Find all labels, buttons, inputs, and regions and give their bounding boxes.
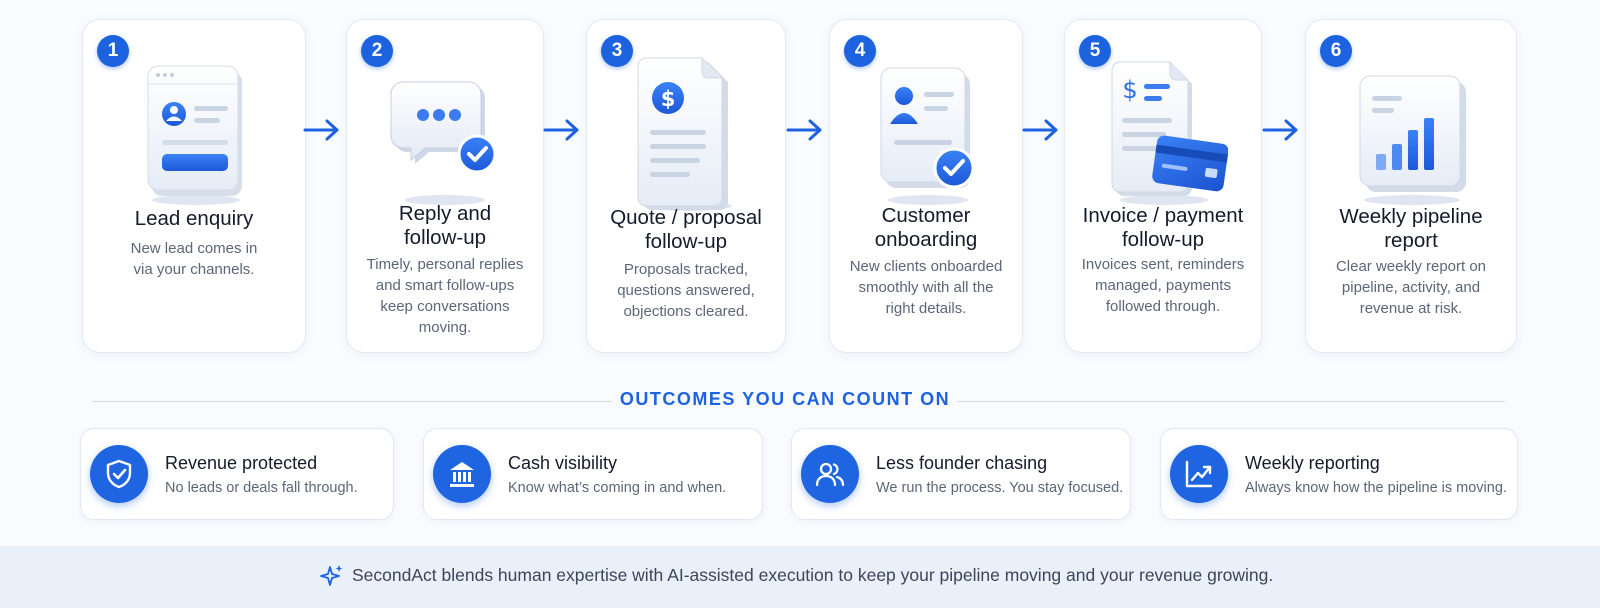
step-card-lead-enquiry: 1 Lead enquiry New lead comes in via you… (82, 19, 306, 353)
step-card-quote-proposal: 3 $ Quote / proposal follow-up Proposals… (586, 19, 786, 353)
step-title: Weekly pipeline report (1339, 205, 1483, 252)
outcome-description: Always know how the pipeline is moving. (1245, 480, 1507, 496)
step-number: 4 (844, 35, 876, 67)
outcome-description: No leads or deals fall through. (165, 480, 358, 496)
step-description: Timely, personal replies and smart follo… (366, 256, 524, 336)
step-description: Proposals tracked, questions answered, o… (617, 261, 755, 320)
footer-band: SecondAct blends human expertise with AI… (0, 546, 1600, 608)
proposal-document-icon: $ (626, 56, 746, 217)
step-number: 3 (601, 35, 633, 67)
step-description: Clear weekly report on pipeline, activit… (1335, 258, 1487, 317)
outcome-title: Cash visibility (508, 453, 618, 473)
step-card-customer-onboarding: 4 Customer onboarding New clients onboar… (829, 19, 1023, 353)
step-title: Customer onboarding (874, 204, 978, 251)
step-number: 1 (97, 35, 129, 67)
outcome-description: Know what’s coming in and when. (508, 480, 727, 496)
arrow-right-icon (543, 119, 579, 141)
outcome-card-weekly-reporting: Weekly reporting Always know how the pip… (1160, 428, 1518, 520)
lead-form-icon (134, 56, 254, 211)
invoice-card-icon: $ (1098, 56, 1229, 211)
arrow-right-icon (1022, 119, 1058, 141)
bar-chart-report-icon (1346, 56, 1476, 211)
outcome-card-less-founder-chasing: Less founder chasing We run the process.… (791, 428, 1131, 520)
outcome-title: Weekly reporting (1245, 453, 1380, 473)
step-card-weekly-pipeline-report: 6 Weekly pipeline report Clear weekly re… (1305, 19, 1517, 353)
people-icon (801, 445, 859, 503)
outcome-description: We run the process. You stay focused. (876, 480, 1124, 496)
footer-tagline: SecondAct blends human expertise with AI… (352, 565, 1274, 585)
outcomes-heading: OUTCOMES YOU CAN COUNT ON (619, 389, 951, 409)
profile-card-check-icon (866, 56, 986, 211)
outcome-card-cash-visibility: Cash visibility Know what’s coming in an… (423, 428, 763, 520)
divider-left (92, 401, 612, 402)
trend-chart-icon (1170, 445, 1228, 503)
arrow-right-icon (303, 119, 339, 141)
shield-check-icon (90, 445, 148, 503)
step-number: 5 (1079, 35, 1111, 67)
step-description: New clients onboarded smoothly with all … (849, 258, 1003, 317)
divider-right (957, 401, 1505, 402)
step-title: Quote / proposal follow-up (610, 206, 762, 253)
outcome-title: Revenue protected (165, 453, 318, 473)
step-card-invoice-payment: 5 $ Invoice / payment (1064, 19, 1262, 353)
bank-icon (433, 445, 491, 503)
svg-text:$: $ (661, 87, 676, 111)
step-title: Lead enquiry (134, 207, 254, 230)
step-number: 2 (361, 35, 393, 67)
outcome-title: Less founder chasing (876, 453, 1048, 473)
step-title: Reply and follow-up (398, 202, 492, 249)
step-description: Invoices sent, reminders managed, paymen… (1081, 256, 1245, 315)
step-card-reply-follow-up: 2 Reply and follow-up Timely, personal r… (346, 19, 544, 353)
chat-bubble-check-icon (385, 56, 505, 211)
step-number: 6 (1320, 35, 1352, 67)
arrow-right-icon (1262, 119, 1298, 141)
outcome-card-revenue-protected: Revenue protected No leads or deals fall… (80, 428, 394, 520)
step-title: Invoice / payment follow-up (1082, 204, 1244, 251)
sparkle-icon (320, 565, 343, 586)
svg-text:$: $ (1122, 76, 1137, 104)
arrow-right-icon (786, 119, 822, 141)
step-description: New lead comes in via your channels. (130, 240, 258, 278)
